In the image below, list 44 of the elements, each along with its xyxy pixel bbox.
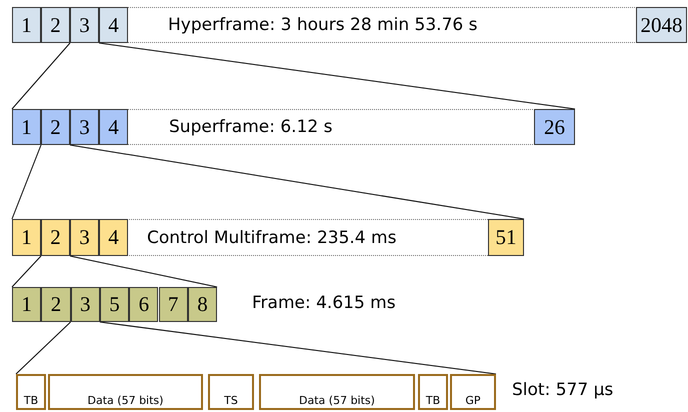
slot-field: TB bbox=[16, 374, 46, 410]
frame-number-cell: 3 bbox=[70, 287, 100, 322]
zoom-line bbox=[12, 144, 42, 220]
frame-number-cell: 51 bbox=[488, 219, 524, 256]
zoom-line bbox=[12, 256, 42, 288]
frame-number-cell: 26 bbox=[534, 109, 575, 145]
frame-number-cell: 3 bbox=[70, 7, 99, 43]
duration-label: Slot: 577 μs bbox=[512, 380, 614, 400]
frame-number-cell: 2 bbox=[41, 287, 71, 322]
frame-number-cell: 3 bbox=[70, 219, 99, 256]
frame-title: Control Multiframe: 235.4 ms bbox=[147, 228, 396, 248]
slot-field: TB bbox=[418, 374, 448, 410]
frame-number-cell: 1 bbox=[12, 7, 41, 43]
frame-bar bbox=[12, 109, 575, 145]
frame-number-cell: 2 bbox=[41, 7, 70, 43]
zoom-line bbox=[12, 42, 70, 110]
frame-number-cell: 4 bbox=[99, 219, 128, 256]
frame-number-cell: 8 bbox=[188, 287, 218, 322]
frame-bar bbox=[12, 7, 687, 43]
frame-number-cell: 4 bbox=[99, 7, 128, 43]
frame-title: Superframe: 6.12 s bbox=[169, 117, 332, 137]
slot-field: Data (57 bits) bbox=[48, 374, 203, 410]
frame-number-cell: 1 bbox=[12, 287, 42, 322]
frame-number-cell: 1 bbox=[12, 219, 41, 256]
frame-number-cell: 3 bbox=[70, 109, 99, 145]
duration-label: Frame: 4.615 ms bbox=[252, 293, 396, 313]
slot-field: GP bbox=[450, 374, 496, 410]
frame-number-cell: 1 bbox=[12, 109, 41, 145]
frame-number-cell: 4 bbox=[99, 109, 128, 145]
zoom-line bbox=[99, 322, 496, 374]
frame-number-cell: 7 bbox=[158, 287, 188, 322]
zoom-line bbox=[16, 322, 72, 374]
frame-bar bbox=[12, 219, 524, 256]
zoom-line bbox=[98, 42, 576, 110]
zoom-line bbox=[70, 256, 218, 288]
frame-number-cell: 6 bbox=[129, 287, 158, 322]
frame-number-cell: 2 bbox=[41, 219, 70, 256]
frame-number-cell: 2 bbox=[41, 109, 70, 145]
slot-field: Data (57 bits) bbox=[259, 374, 415, 410]
slot-field: TS bbox=[208, 374, 254, 410]
frame-number-cell: 2048 bbox=[636, 7, 687, 43]
frame-number-cell: 5 bbox=[100, 287, 130, 322]
zoom-line bbox=[70, 144, 524, 220]
frame-title: Hyperframe: 3 hours 28 min 53.76 s bbox=[168, 15, 478, 35]
